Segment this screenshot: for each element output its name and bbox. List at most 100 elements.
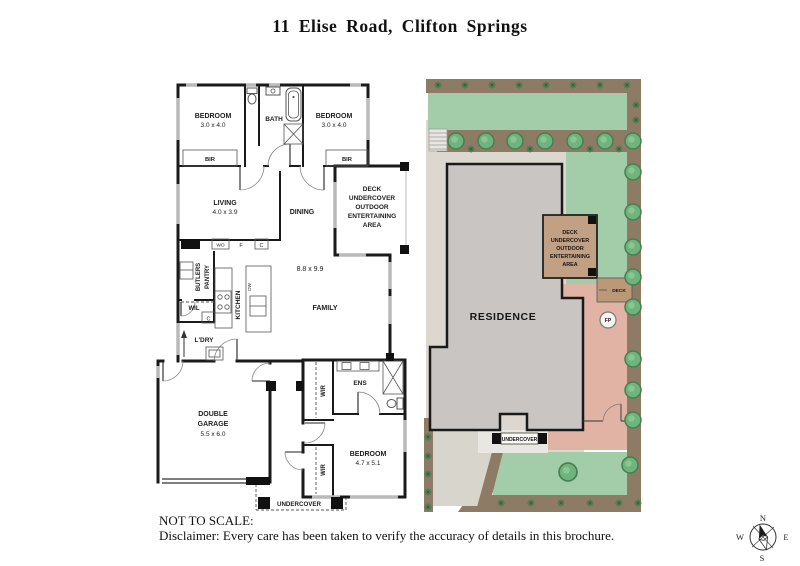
ensuite-fixtures <box>336 360 404 410</box>
tree-icon <box>536 132 554 150</box>
wall-oven-label: WO <box>216 243 225 249</box>
garden-bed-bottom <box>458 495 641 512</box>
garden-bed-top <box>426 79 641 93</box>
site-porch-post <box>492 433 501 444</box>
tree-icon <box>624 132 642 150</box>
tree-icon <box>447 132 465 150</box>
plant-icon <box>631 100 641 110</box>
compass-s: S <box>760 553 765 563</box>
windows <box>156 83 407 499</box>
plant-icon <box>595 80 605 90</box>
svg-text:UNDERCOVER: UNDERCOVER <box>551 238 589 244</box>
bir-right-label: BIR <box>342 157 353 163</box>
bedroom2-label: BEDROOM <box>195 113 232 120</box>
page-title: 11 Elise Road, Clifton Springs <box>272 16 528 36</box>
trough-bowl <box>208 349 221 358</box>
living-label: LIVING <box>213 200 237 207</box>
deck-small-label: DECK <box>612 288 626 294</box>
garage-label-1: DOUBLE <box>198 411 228 418</box>
bedroom2-dims: 3.0 x 4.0 <box>201 122 226 129</box>
garden-wedge <box>477 452 503 507</box>
floor-plan: BEDROOM 3.0 x 4.0 BEDROOM 3.0 x 4.0 BATH… <box>156 83 409 511</box>
cupboard-wil-label: C <box>207 317 211 323</box>
scale-note: NOT TO SCALE: <box>159 513 254 528</box>
cupboard-box-wil <box>201 311 216 324</box>
plant-icon <box>568 80 578 90</box>
svg-text:AREA: AREA <box>363 222 382 229</box>
compass-needle-icon <box>757 524 769 551</box>
driveway <box>428 418 492 506</box>
bathtub-drain <box>292 95 295 99</box>
plant-icon <box>460 80 470 90</box>
cupboard-box-top <box>254 238 269 250</box>
plant-icon <box>423 469 433 479</box>
bedroom-main-label: BEDROOM <box>350 451 387 458</box>
door-leaves <box>162 144 359 453</box>
ens-toilet-tank <box>396 397 404 410</box>
svg-text:DECK: DECK <box>562 230 577 236</box>
posts <box>246 162 409 509</box>
garage-wall-end <box>246 477 270 485</box>
tree-icon <box>558 462 578 482</box>
bedroom3-label: BEDROOM <box>316 113 353 120</box>
vanity-bench <box>336 360 380 372</box>
compass-lines <box>751 525 775 549</box>
wall-post <box>386 353 394 361</box>
garage-label-2: GARAGE <box>198 421 229 428</box>
compass-n: N <box>760 513 766 523</box>
shower-x <box>283 123 304 145</box>
deck-post <box>400 245 409 254</box>
plant-icon <box>631 115 641 125</box>
bedroom-main-dims: 4.7 x 5.1 <box>356 460 381 467</box>
plant-icon <box>514 80 524 90</box>
entry-arrow-icon <box>181 330 187 357</box>
walkway-post <box>296 381 304 391</box>
plant-icon <box>496 498 506 508</box>
ldry-label: L'DRY <box>195 337 215 344</box>
garage-dims: 5.5 x 6.0 <box>201 431 226 438</box>
ens-label: ENS <box>353 380 367 387</box>
garden-bed-left <box>424 418 433 512</box>
svg-text:DECK: DECK <box>363 186 382 193</box>
disclaimer-text: Disclaimer: Every care has been taken to… <box>159 528 615 544</box>
walkway-post <box>266 381 276 391</box>
site-plan: UNDERCOVER FP <box>423 79 643 512</box>
plant-icon <box>487 80 497 90</box>
tree-icon <box>624 238 642 256</box>
plant-icon <box>614 498 624 508</box>
porch-post <box>331 497 343 509</box>
plant-icon <box>585 144 595 154</box>
bir-right-box <box>325 149 369 167</box>
compass-circle <box>749 523 777 551</box>
tree-icon <box>624 298 642 316</box>
shower-box <box>283 123 304 145</box>
bath-fixtures <box>246 86 304 145</box>
firepit-icon <box>599 311 617 329</box>
plant-icon <box>525 144 535 154</box>
porch-dashes <box>255 484 347 511</box>
undercover-label: UNDERCOVER <box>277 501 322 508</box>
site-deck <box>542 214 598 279</box>
svg-text:ENTERTAINING: ENTERTAINING <box>550 254 590 260</box>
kitchen-label: KITCHEN <box>235 290 242 319</box>
ens-shower-x <box>382 360 404 395</box>
burner <box>217 294 223 300</box>
dining-label: DINING <box>290 209 315 216</box>
burner <box>224 304 230 310</box>
stairs-icon <box>428 128 448 152</box>
tree-icon <box>624 163 642 181</box>
bir-left-label: BIR <box>205 157 216 163</box>
plant-icon <box>585 498 595 508</box>
ens-toilet-icon <box>386 399 397 408</box>
open-area-dims: 8.8 x 9.9 <box>297 266 324 273</box>
plant-icon <box>541 80 551 90</box>
tree-icon <box>624 350 642 368</box>
site-undercover-box <box>500 432 539 445</box>
wall-oven-box <box>211 238 230 250</box>
residence-footprint <box>428 162 585 432</box>
kitchen-bench <box>214 267 233 329</box>
living-dims: 4.0 x 3.9 <box>213 209 238 216</box>
tree-icon <box>621 456 639 474</box>
compass-w: W <box>736 532 744 542</box>
